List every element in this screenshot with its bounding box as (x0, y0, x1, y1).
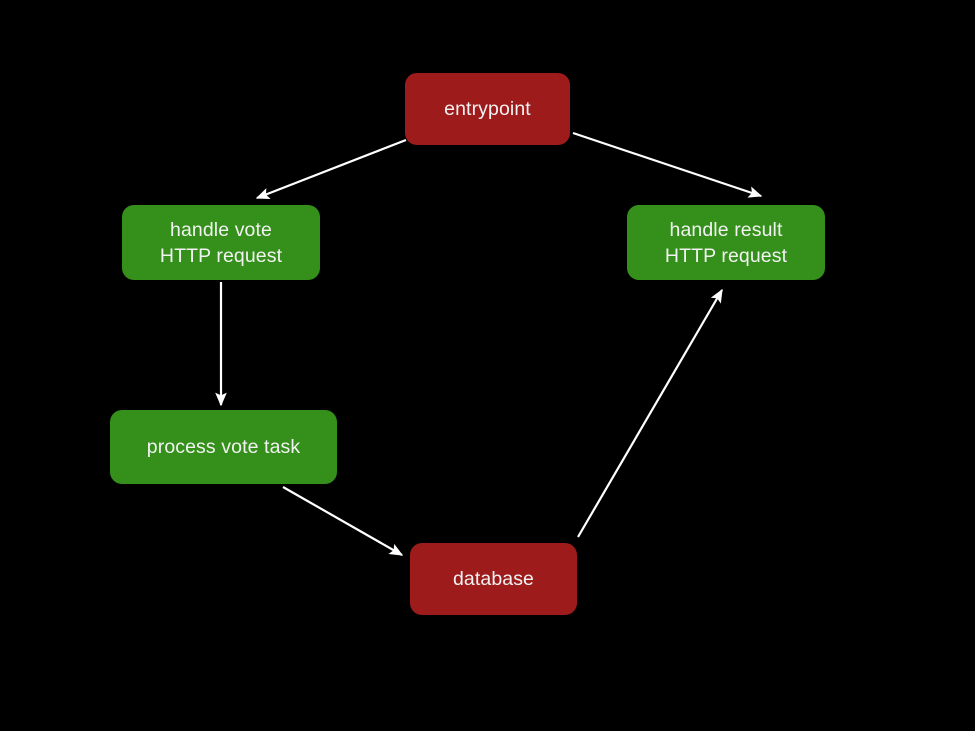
edge-database-to-handle-result (577, 288, 723, 538)
node-database-label: database (452, 568, 535, 590)
edge-process-vote-task-to-database (282, 486, 404, 556)
node-entrypoint[interactable]: entrypoint (405, 73, 570, 145)
node-process-vote-task-label: process vote task (146, 436, 301, 458)
node-process-vote-task[interactable]: process vote task (110, 410, 337, 484)
node-handle-result-http-request[interactable]: handle result HTTP request (627, 205, 825, 280)
node-database[interactable]: database (410, 543, 577, 615)
node-handle-vote-http-request-label: handle vote HTTP request (159, 218, 283, 267)
node-entrypoint-label: entrypoint (444, 98, 531, 120)
node-handle-vote-http-request[interactable]: handle vote HTTP request (122, 205, 320, 280)
node-handle-result-http-request-label: handle result HTTP request (664, 218, 788, 267)
edge-entrypoint-to-handle-result (572, 131, 763, 198)
edge-entrypoint-to-handle-vote (255, 138, 407, 200)
edges-group (215, 131, 763, 556)
